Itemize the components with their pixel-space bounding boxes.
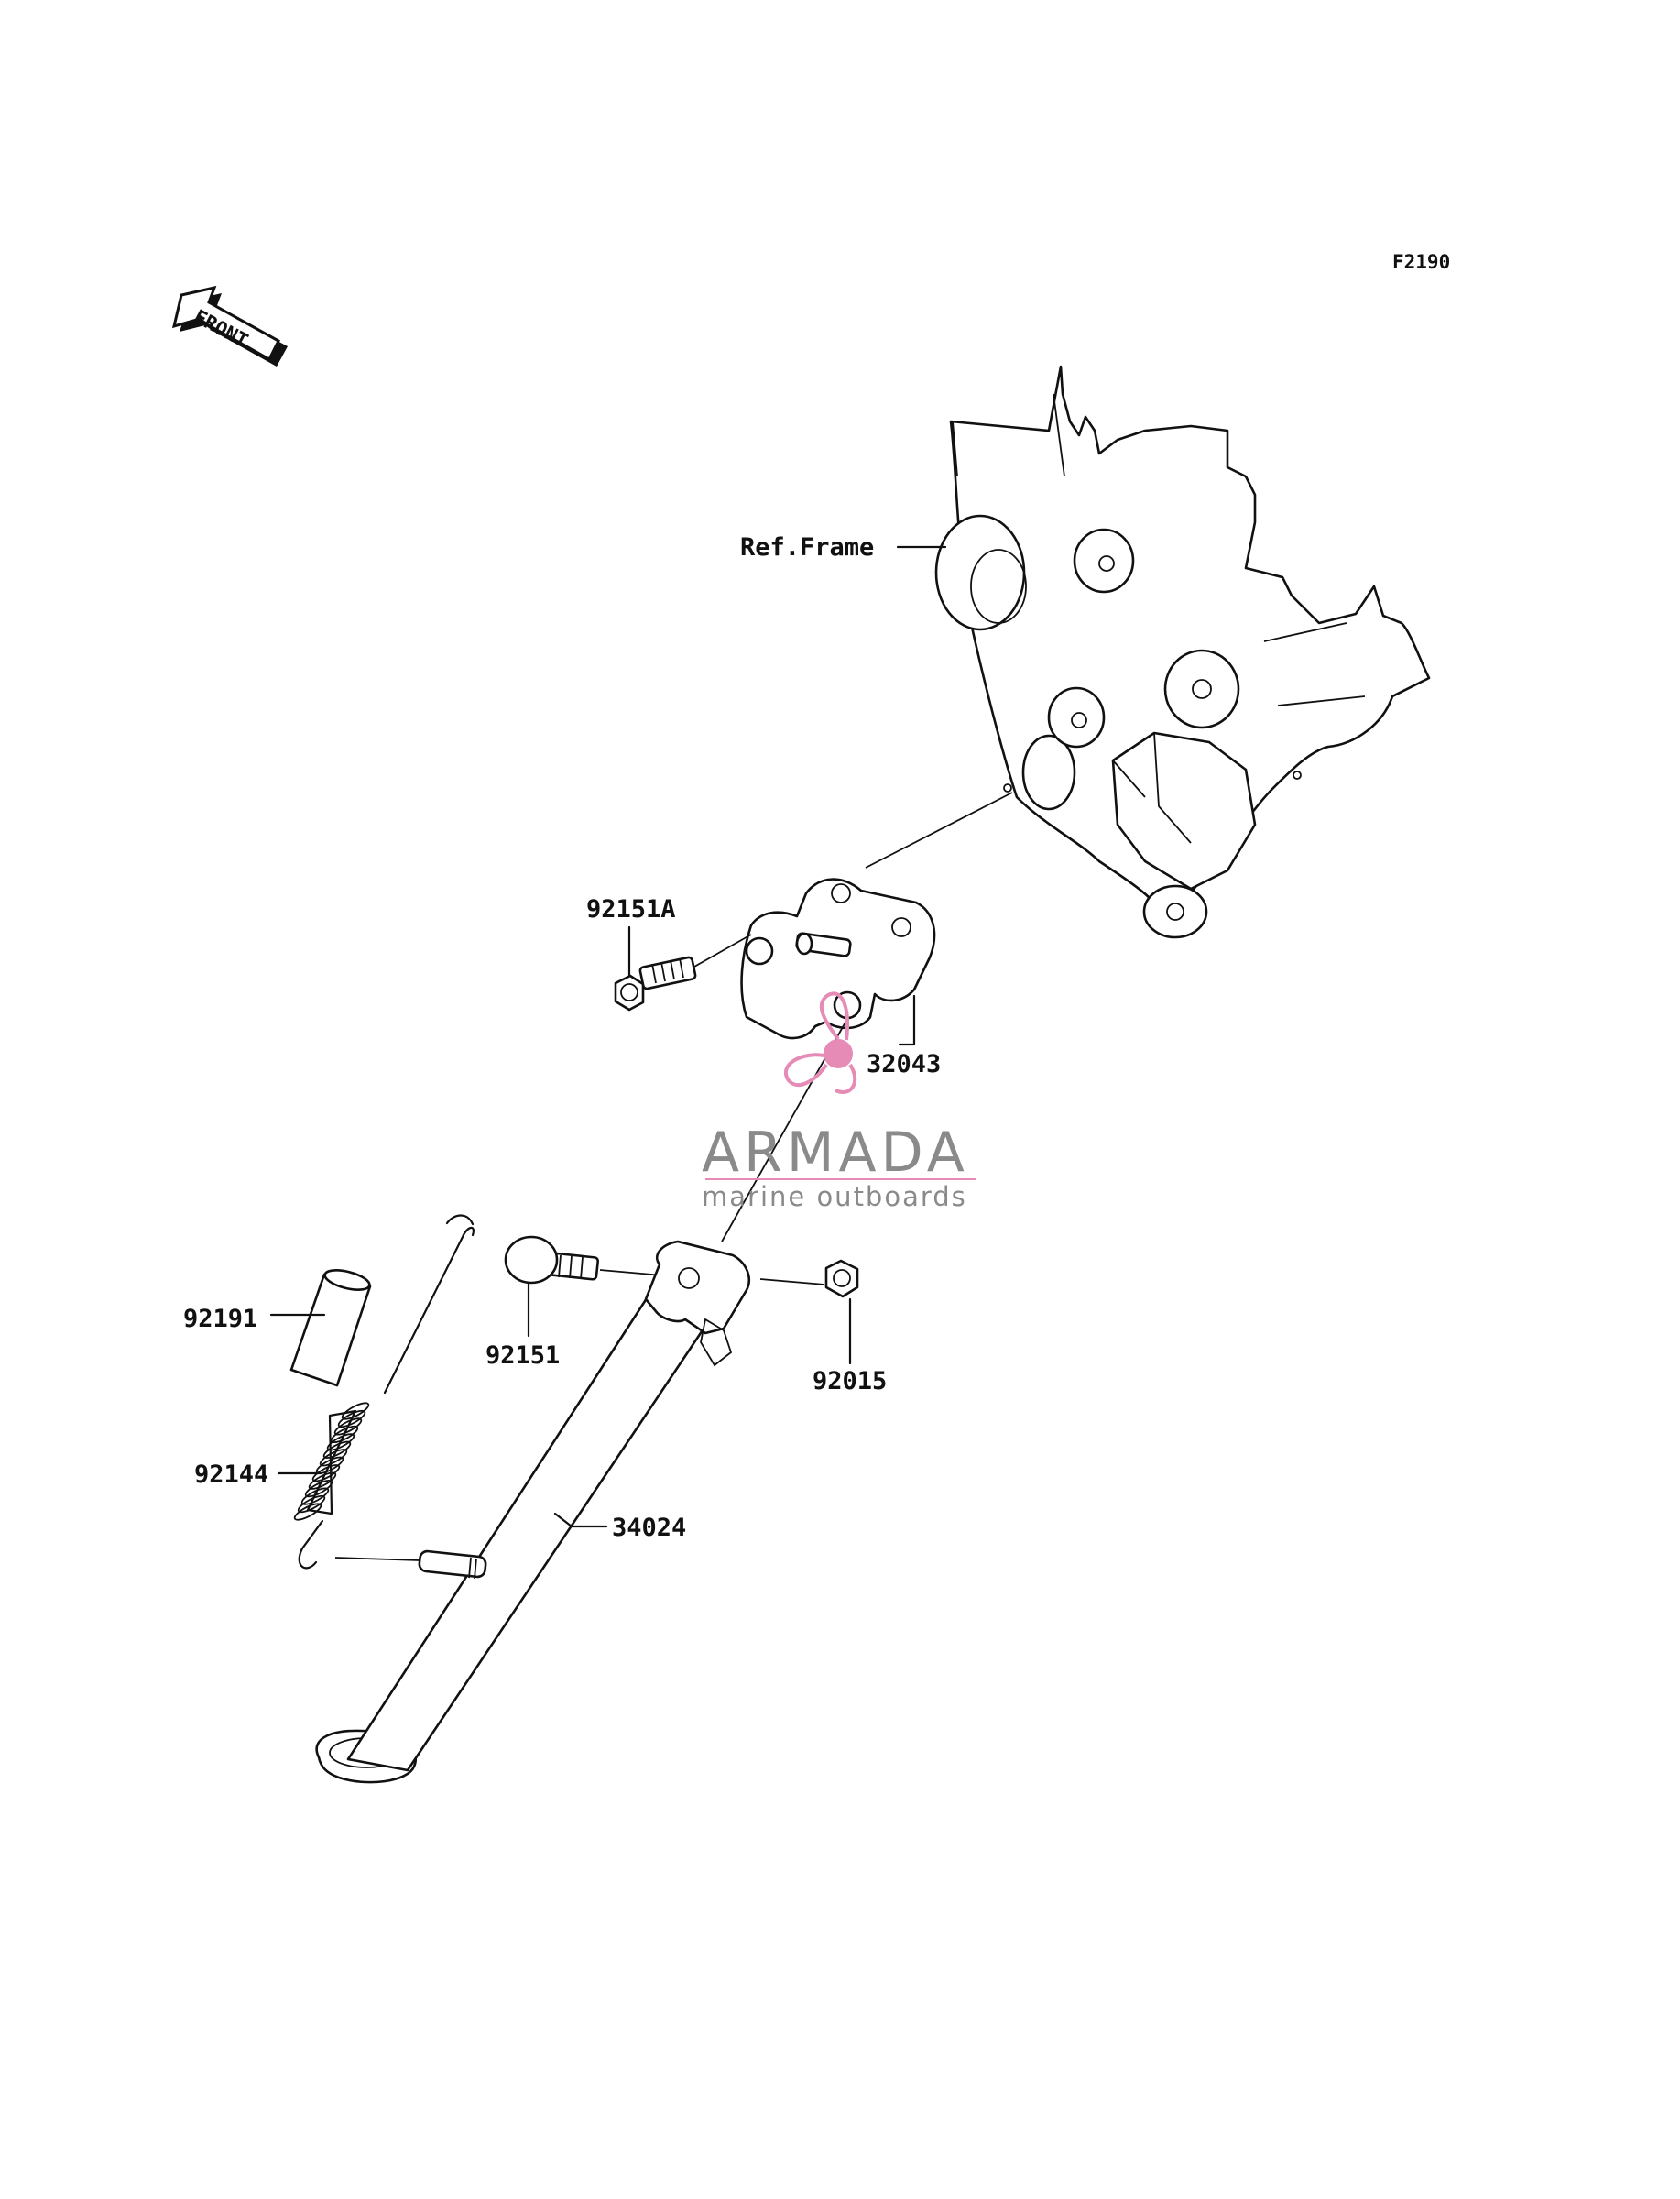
part-label-34024: 34024 — [612, 1514, 686, 1542]
diagram-code: F2190 — [1392, 251, 1450, 273]
part-label-32043: 32043 — [867, 1050, 941, 1078]
leader-32043 — [898, 994, 916, 1046]
assembly-line-frame — [865, 792, 1013, 869]
spring-coil — [330, 1425, 359, 1443]
leader-34024 — [553, 1512, 608, 1528]
frame-drawing — [934, 365, 1431, 939]
part-label-92151: 92151 — [485, 1341, 560, 1370]
spring-coil — [326, 1433, 355, 1451]
ref-frame-label: Ref.Frame — [740, 533, 874, 562]
spring-coil — [322, 1440, 352, 1459]
spring-coil — [304, 1480, 333, 1498]
spring-coil — [341, 1402, 370, 1420]
propeller-icon — [784, 991, 857, 1094]
bolt-92151-drawing — [504, 1235, 600, 1285]
side-stand-34024-drawing — [315, 1240, 751, 1784]
nut-92015-drawing — [824, 1259, 859, 1298]
armada-logo: ARMADA marine outboards — [702, 991, 976, 1212]
part-label-92015: 92015 — [813, 1367, 887, 1395]
spring-coil — [319, 1449, 348, 1467]
bracket-32043-drawing — [740, 878, 936, 1040]
spring-coil — [315, 1456, 344, 1474]
assembly-line-nut — [759, 1278, 825, 1285]
assembly-line-bolt-a — [693, 934, 752, 968]
spacer-92191-drawing — [289, 1269, 372, 1387]
spring-coil — [297, 1494, 326, 1514]
spring-coil — [311, 1464, 341, 1482]
part-label-92151a: 92151A — [586, 895, 676, 924]
bolt-92151a-drawing — [614, 956, 697, 1012]
front-arrow-icon: FRONT — [171, 285, 288, 366]
spring-coil — [300, 1487, 330, 1505]
watermark-name: ARMADA — [702, 1121, 969, 1185]
part-label-92191: 92191 — [183, 1305, 257, 1333]
assembly-line-pin — [334, 1557, 420, 1561]
pin-drawing — [418, 1549, 487, 1580]
spring-92144-drawing — [293, 1214, 475, 1570]
watermark-tagline: marine outboards — [702, 1181, 967, 1212]
spring-coil — [333, 1417, 363, 1436]
spring-coil — [293, 1503, 322, 1521]
part-label-92144: 92144 — [194, 1461, 268, 1489]
spring-coil — [308, 1471, 337, 1490]
spring-coil — [337, 1409, 366, 1428]
